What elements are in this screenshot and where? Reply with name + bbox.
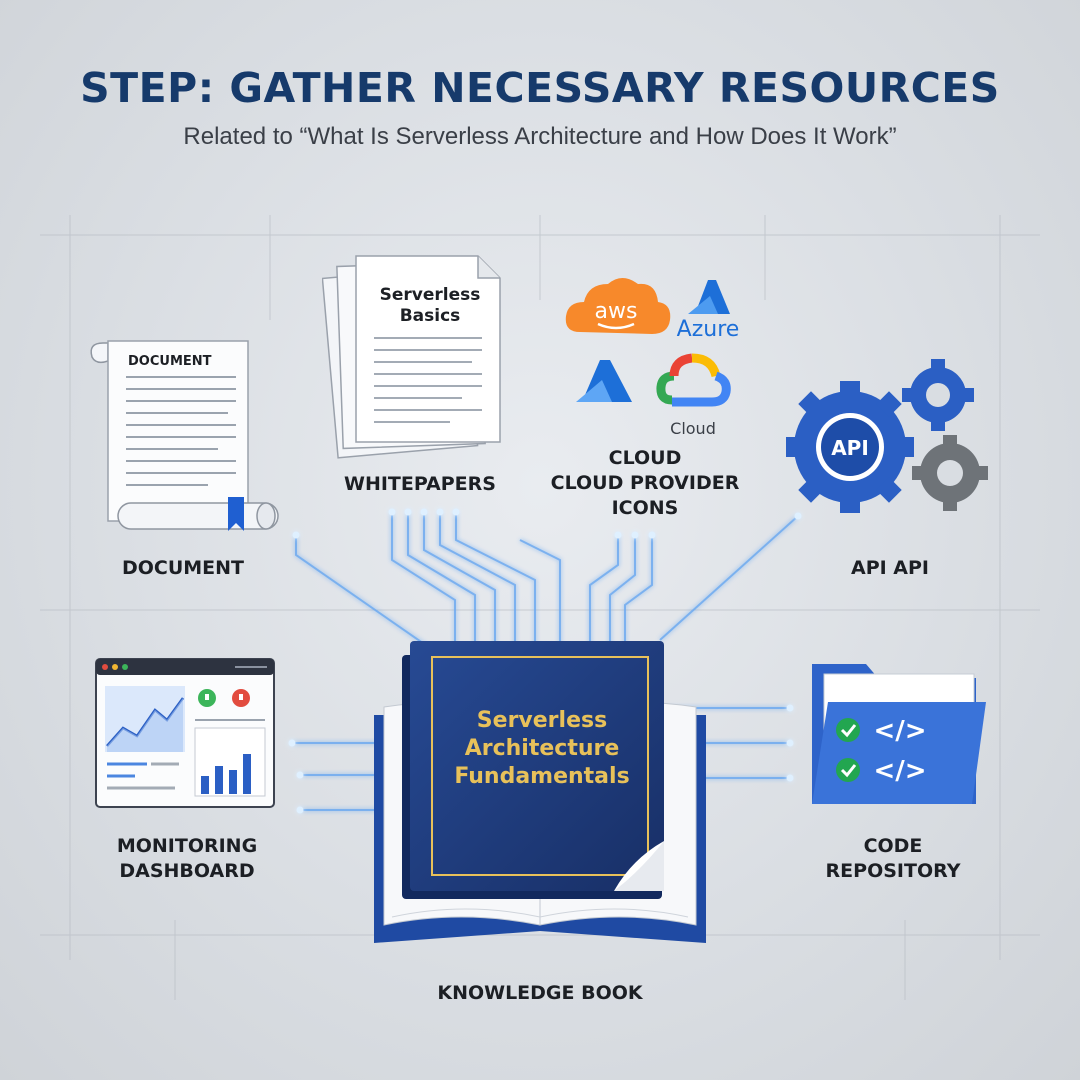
whitepaper-title-line2: Basics bbox=[400, 306, 461, 326]
whitepapers-label: WHITEPAPERS bbox=[344, 473, 496, 495]
knowledge-book-label: KNOWLEDGE BOOK bbox=[437, 982, 643, 1004]
cloud-label: CLOUD CLOUD PROVIDER ICONS bbox=[550, 447, 740, 519]
book-title-line3: Fundamentals bbox=[454, 764, 629, 789]
svg-text:aws: aws bbox=[595, 299, 638, 324]
code-tag-2: </> bbox=[873, 756, 926, 786]
monitoring-dashboard-icon bbox=[95, 658, 275, 808]
svg-text:Azure: Azure bbox=[677, 317, 740, 342]
aws-cloud-icon: aws bbox=[565, 278, 671, 334]
page-subtitle: Related to “What Is Serverless Architect… bbox=[183, 123, 897, 150]
knowledge-book-icon: Serverless Architecture Fundamentals bbox=[374, 641, 706, 943]
code-repository-folder-icon: </> </> bbox=[812, 664, 986, 804]
code-tag-1: </> bbox=[873, 716, 926, 746]
svg-text:Cloud: Cloud bbox=[670, 419, 716, 438]
page-title: STEP: GATHER NECESSARY RESOURCES bbox=[80, 64, 1000, 112]
code-repository-label: CODE REPOSITORY bbox=[825, 835, 961, 882]
google-cloud-icon: Cloud bbox=[656, 353, 731, 438]
document-inner-title: DOCUMENT bbox=[128, 354, 212, 369]
api-label: API API bbox=[850, 557, 929, 579]
api-gears-icon: API bbox=[786, 359, 988, 513]
document-label: DOCUMENT bbox=[121, 557, 245, 579]
api-gear-large: API bbox=[786, 381, 914, 513]
azure-logo-icon: Azure bbox=[677, 280, 740, 342]
svg-text:API: API bbox=[831, 436, 869, 460]
monitoring-label: MONITORING DASHBOARD bbox=[116, 835, 258, 882]
book-title-line1: Serverless bbox=[477, 708, 607, 733]
blue-gear-small bbox=[902, 359, 974, 431]
cloud-provider-icons: aws Azure Cloud bbox=[565, 278, 740, 438]
book-title-line2: Architecture bbox=[465, 736, 620, 761]
document-scroll-icon: DOCUMENT bbox=[90, 340, 279, 531]
whitepapers-stack-icon: Serverless Basics bbox=[322, 255, 501, 459]
gray-gear-small bbox=[912, 435, 988, 511]
whitepaper-title-line1: Serverless bbox=[380, 285, 481, 305]
